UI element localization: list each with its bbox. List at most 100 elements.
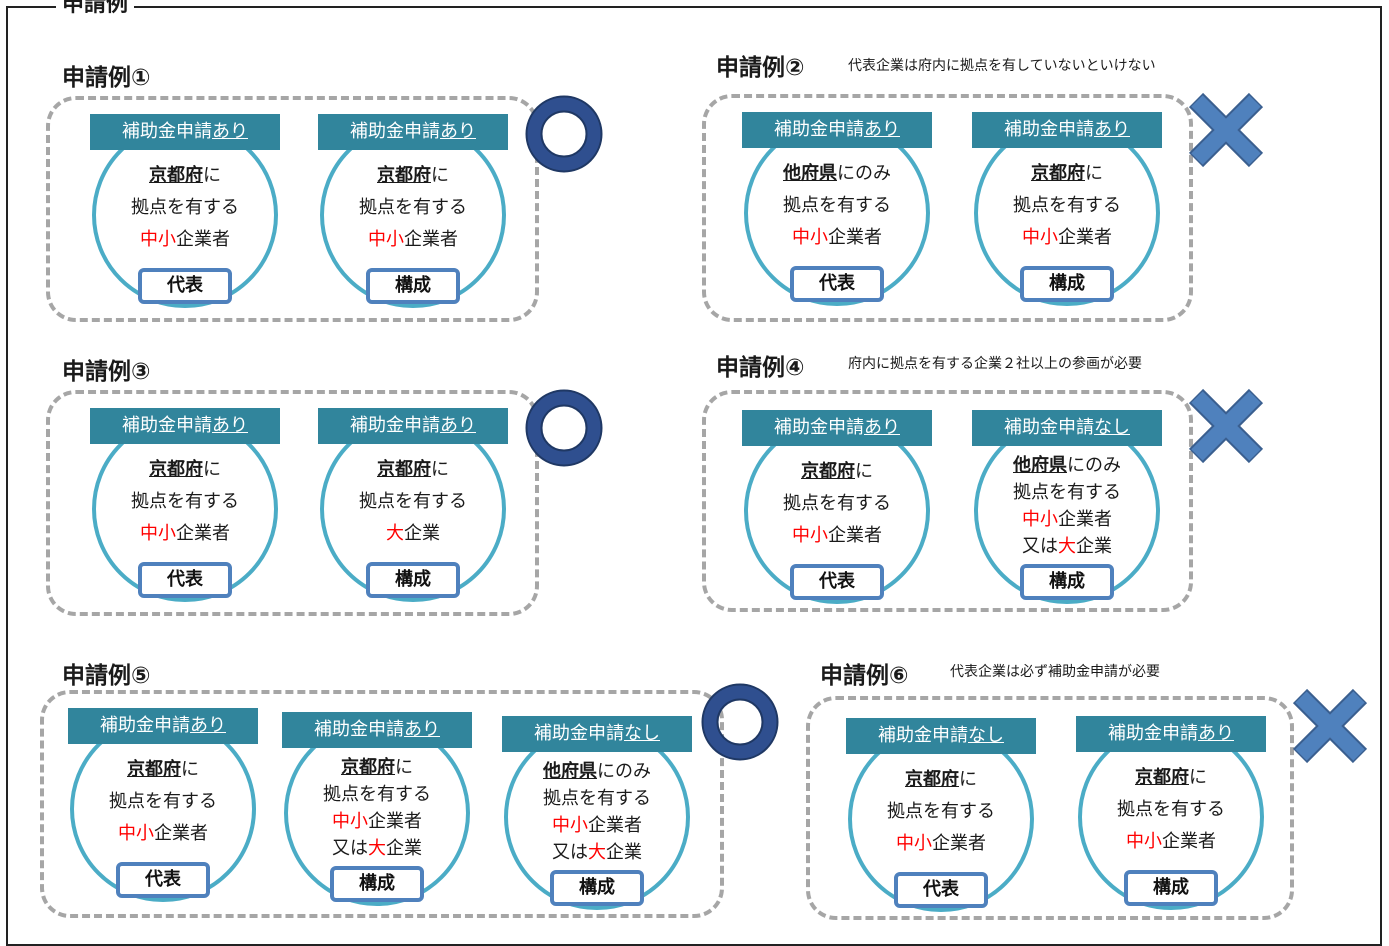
location-name: 他府県 (783, 163, 837, 184)
subsidy-application-header: 補助金申請あり (318, 408, 508, 444)
alt-prefix: 又は (1022, 536, 1058, 557)
size-line: 中小企業者 (752, 222, 922, 254)
location-suffix: に (1085, 163, 1103, 184)
page-title: 申請例 (56, 0, 135, 16)
company-size: 中小 (1126, 831, 1162, 852)
company-type: 企業者 (588, 815, 642, 836)
location-suffix: に (431, 459, 449, 480)
company-description: 他府県にのみ拠点を有する中小企業者 (752, 158, 922, 254)
company-type: 企業者 (828, 227, 882, 248)
base-line: 拠点を有する (359, 197, 467, 218)
company-size: 中小 (792, 227, 828, 248)
location-name: 他府県 (1013, 455, 1067, 476)
company-type: 企業者 (404, 229, 458, 250)
company-type: 企業者 (176, 229, 230, 250)
location-name: 京都府 (905, 769, 959, 790)
company-type: 企業者 (1058, 227, 1112, 248)
company-node: 補助金申請あり他府県にのみ拠点を有する中小企業者代表 (742, 112, 932, 306)
company-size: 中小 (792, 525, 828, 546)
location-line: 他府県にのみ (982, 452, 1152, 479)
header-prefix: 補助金申請 (122, 415, 212, 436)
circle-ok-icon (524, 94, 604, 174)
alt-type: 企業 (1076, 536, 1112, 557)
case-title: 申請例④ (716, 355, 805, 381)
subsidy-application-header: 補助金申請なし (846, 718, 1036, 754)
location-name: 京都府 (801, 461, 855, 482)
location-suffix: にのみ (597, 761, 651, 782)
alt-size-line: 又は大企業 (982, 533, 1152, 560)
alt-size: 大 (368, 838, 386, 859)
size-line: 中小企業者 (100, 518, 270, 550)
consortium-group-box (40, 690, 724, 918)
location-line: 京都府に (328, 454, 498, 486)
header-prefix: 補助金申請 (122, 121, 212, 142)
role-badge: 代表 (138, 268, 232, 304)
company-node: 補助金申請あり京都府に拠点を有する中小企業者構成 (972, 112, 1162, 306)
location-name: 京都府 (1031, 163, 1085, 184)
company-description: 京都府に拠点を有する中小企業者又は大企業 (292, 754, 462, 862)
header-prefix: 補助金申請 (350, 121, 440, 142)
location-line: 他府県にのみ (752, 158, 922, 190)
base-line: 拠点を有する (1013, 482, 1121, 503)
location-suffix: に (181, 759, 199, 780)
company-type: 企業者 (154, 823, 208, 844)
company-description: 京都府に拠点を有する中小企業者 (1086, 762, 1256, 858)
base-line: 拠点を有する (887, 801, 995, 822)
alt-type: 企業 (386, 838, 422, 859)
base-line: 拠点を有する (323, 784, 431, 805)
case-title: 申請例⑤ (62, 663, 151, 689)
location-line: 京都府に (100, 160, 270, 192)
size-line: 中小企業者 (78, 818, 248, 850)
subsidy-application-header: 補助金申請あり (1076, 716, 1266, 752)
base-line: 拠点を有する (783, 493, 891, 514)
application-status: あり (1094, 119, 1130, 140)
subsidy-application-header: 補助金申請あり (318, 114, 508, 150)
case-title: 申請例② (716, 55, 805, 81)
base-line: 拠点を有する (1013, 195, 1121, 216)
header-prefix: 補助金申請 (350, 415, 440, 436)
role-badge: 代表 (894, 872, 988, 908)
case-note: 代表企業は府内に拠点を有していないといけない (848, 58, 1156, 74)
role-badge: 構成 (366, 562, 460, 598)
application-status: あり (440, 415, 476, 436)
size-line: 中小企業者 (328, 224, 498, 256)
case-title: 申請例① (62, 65, 151, 91)
application-status: あり (190, 715, 226, 736)
application-status: なし (1094, 417, 1130, 438)
location-suffix: にのみ (1067, 455, 1121, 476)
cross-ng-icon (1290, 686, 1370, 766)
role-badge: 代表 (790, 564, 884, 600)
circle-ok-icon (524, 388, 604, 468)
company-description: 京都府に拠点を有する中小企業者 (328, 160, 498, 256)
size-line: 中小企業者 (752, 520, 922, 552)
company-size: 中小 (118, 823, 154, 844)
application-status: あり (1198, 723, 1234, 744)
company-description: 京都府に拠点を有する中小企業者 (752, 456, 922, 552)
consortium-group-box (702, 94, 1193, 322)
location-suffix: に (203, 165, 221, 186)
company-description: 京都府に拠点を有する中小企業者 (100, 160, 270, 256)
company-size: 中小 (140, 229, 176, 250)
cross-ng-icon (1186, 90, 1266, 170)
role-badge: 代表 (116, 862, 210, 898)
company-type: 企業者 (1058, 509, 1112, 530)
company-type: 企業者 (828, 525, 882, 546)
application-status: あり (212, 121, 248, 142)
company-node: 補助金申請あり京都府に拠点を有する中小企業者又は大企業構成 (282, 712, 472, 906)
cross-ng-icon (1186, 386, 1266, 466)
size-line: 中小企業者 (856, 828, 1026, 860)
consortium-group-box (46, 390, 539, 616)
role-badge: 構成 (1020, 266, 1114, 302)
subsidy-application-header: 補助金申請あり (742, 112, 932, 148)
location-suffix: に (431, 165, 449, 186)
alt-size-line: 又は大企業 (512, 839, 682, 866)
company-node: 補助金申請あり京都府に拠点を有する中小企業者構成 (318, 114, 508, 308)
role-badge: 代表 (138, 562, 232, 598)
company-description: 京都府に拠点を有する中小企業者 (78, 754, 248, 850)
company-type: 企業者 (368, 811, 422, 832)
alt-size: 大 (588, 842, 606, 863)
subsidy-application-header: 補助金申請あり (90, 408, 280, 444)
role-badge: 構成 (366, 268, 460, 304)
company-size: 中小 (332, 811, 368, 832)
subsidy-application-header: 補助金申請あり (90, 114, 280, 150)
